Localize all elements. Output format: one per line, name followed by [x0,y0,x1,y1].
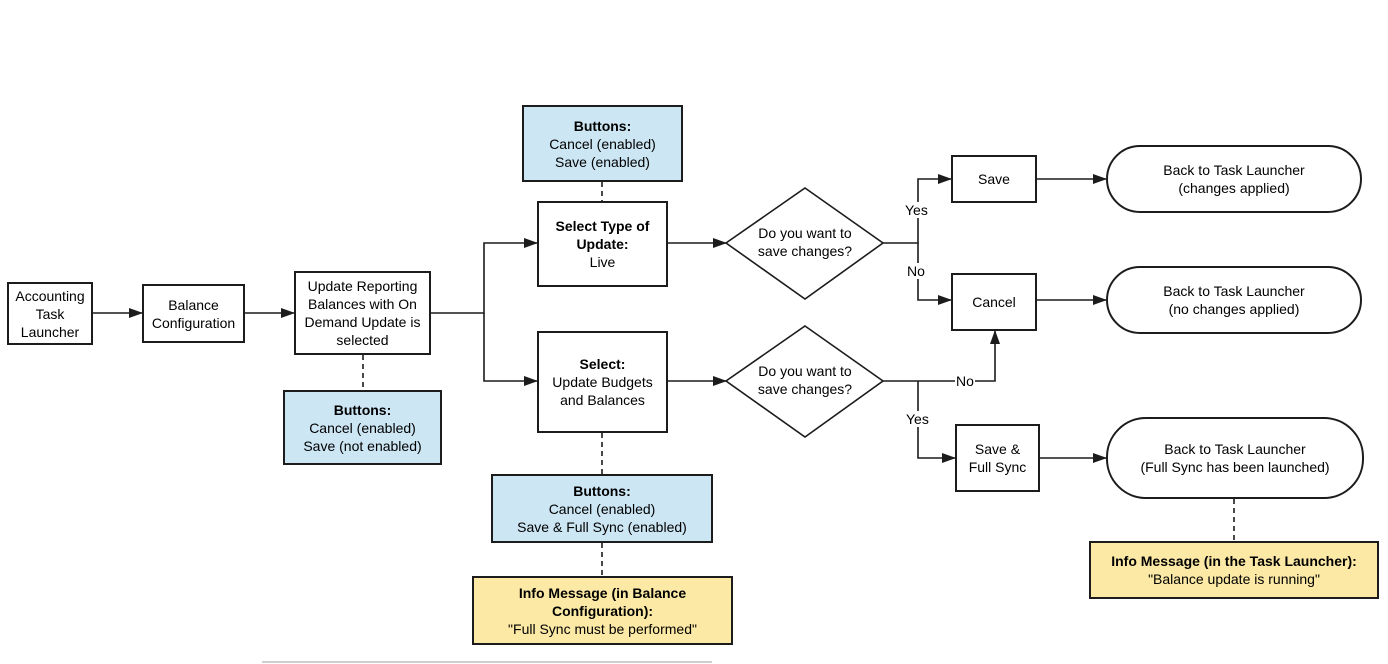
arrow-decision-top-no [917,243,952,305]
node-text-line: Cancel [972,294,1016,310]
decision-text-line: Do you want to [758,225,852,241]
accounting-task-launcher-node: Accounting Task Launcher [7,282,93,345]
note-title-line: Info Message (in Balance [518,584,687,601]
decision-text-line: save changes? [757,381,853,397]
node-text-line: Update Budgets [552,374,653,390]
note-title: Buttons: [333,401,392,418]
note-line: Save (enabled) [555,153,650,170]
note-title: Buttons: [573,482,631,499]
info-message-balance-config: Info Message (in Balance Configuration):… [472,576,733,645]
node-text-line: Launcher [20,323,80,340]
balance-configuration-node: Balance Configuration [142,284,245,343]
note-line: Save (not enabled) [303,437,422,454]
note-line: Save & Full Sync (enabled) [517,518,687,535]
select-update-budgets-node: Select: Update Budgets and Balances [537,331,668,433]
arrow-update-to-select-budgets [483,313,538,386]
save-node: Save [951,155,1037,203]
node-text-line: Back to Task Launcher [1164,441,1306,457]
back-to-task-launcher-changes-applied: Back to Task Launcher (changes applied) [1106,145,1362,213]
decision-diamond-bottom [724,325,885,438]
decision-diamond-top [724,187,885,300]
arrow-decision-bottom-no [883,330,1000,382]
decision-text-line: save changes? [757,243,853,259]
note-line: Cancel (enabled) [548,500,656,517]
select-type-of-update-node: Select Type of Update: Live [537,201,668,287]
node-text-line: Configuration [151,314,236,331]
node-text-line: (no changes applied) [1168,301,1300,317]
node-text-line: Balance [168,296,219,313]
node-text-line: Back to Task Launcher [1163,283,1305,299]
node-text-line: Back to Task Launcher [1163,162,1305,178]
node-text-line: Full Sync [968,459,1027,475]
node-text-line: Accounting [15,287,85,304]
cancel-node: Cancel [951,273,1037,331]
arrow-update-to-select-type [431,238,538,314]
note-line: "Full Sync must be performed" [508,620,697,637]
buttons-note-middle: Buttons: Cancel (enabled) Save & Full Sy… [491,474,713,543]
update-reporting-node: Update Reporting Balances with On Demand… [294,271,431,355]
note-line: Cancel (enabled) [549,135,656,152]
arrow-decision-bottom-yes [917,381,956,463]
node-title-line: Select Type of [555,218,650,234]
node-text-line: selected [336,332,389,348]
node-text-line: Live [589,254,616,270]
back-to-task-launcher-full-sync: Back to Task Launcher (Full Sync has bee… [1106,417,1364,499]
node-text-line: Demand Update is [304,314,421,330]
edge-label-yes-top: Yes [905,202,928,218]
note-line: Cancel (enabled) [309,419,416,436]
note-title: Buttons: [573,117,632,134]
node-text-line: Task [35,305,65,322]
node-text-line: Save [978,171,1010,187]
node-title-line: Update: [576,236,629,252]
decision-text-line: Do you want to [758,363,852,379]
node-text-line: (changes applied) [1178,180,1290,196]
node-text-line: and Balances [560,392,645,408]
node-text-line: Update Reporting [307,278,418,294]
node-text-line: Save & [974,441,1021,457]
decision-label-top: Do you want to save changes? [725,224,885,260]
node-title-line: Select: [579,356,626,372]
edge-label-no-bottom: No [955,373,975,389]
info-message-task-launcher: Info Message (in the Task Launcher): "Ba… [1089,541,1379,599]
node-text-line: (Full Sync has been launched) [1140,459,1330,475]
back-to-task-launcher-no-changes: Back to Task Launcher (no changes applie… [1106,266,1362,334]
note-title: Info Message (in the Task Launcher): [1111,553,1357,569]
buttons-note-top: Buttons: Cancel (enabled) Save (enabled) [522,105,683,182]
edge-label-no-top: No [907,263,925,279]
buttons-note-left: Buttons: Cancel (enabled) Save (not enab… [283,390,442,465]
note-title-line: Configuration): [551,602,654,619]
edge-label-yes-bottom: Yes [906,411,929,427]
save-full-sync-node: Save & Full Sync [955,424,1040,492]
node-text-line: Balances with On [308,296,417,312]
note-line: "Balance update is running" [1148,571,1320,587]
decision-label-bottom: Do you want to save changes? [725,362,885,398]
